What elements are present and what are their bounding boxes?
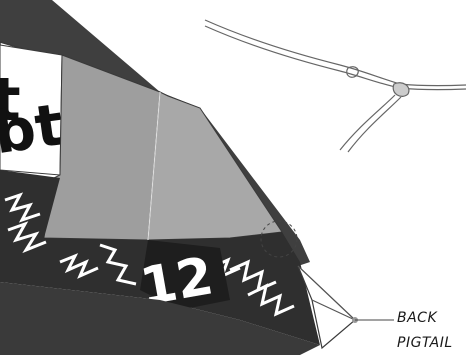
- pigtail-knot-detail: [205, 20, 466, 152]
- callout-label-line-1: BACK: [397, 311, 463, 325]
- callout-label-line-2: PIGTAIL: [397, 336, 463, 350]
- logo-fragment-2: bt: [0, 90, 68, 167]
- kite-gray-panels: [44, 55, 282, 240]
- kite-logo-panel: t bt: [0, 45, 68, 175]
